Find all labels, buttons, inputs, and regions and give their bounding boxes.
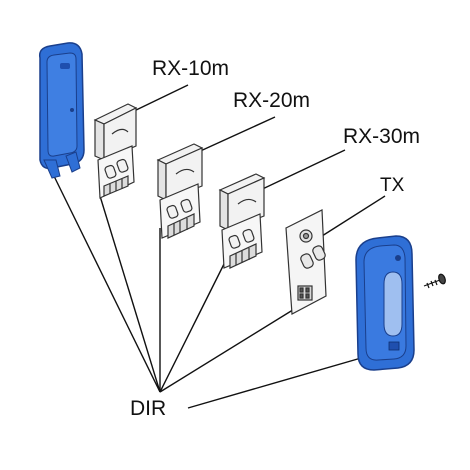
label-leader-lines xyxy=(131,84,386,237)
transmitter-housing xyxy=(355,235,415,371)
dir-label: DIR xyxy=(130,397,167,420)
receiver-board-rx20 xyxy=(156,143,204,239)
rx30-label: RX-30m xyxy=(343,125,421,148)
receiver-board-rx30 xyxy=(218,173,266,269)
receiver-board-rx10 xyxy=(93,103,138,199)
tx-label: TX xyxy=(380,175,405,196)
dir-leader-lines xyxy=(51,171,369,409)
left-receiver-housing xyxy=(38,42,85,179)
transmitter-board-tx xyxy=(285,209,327,315)
screw xyxy=(423,273,446,289)
rx10-label: RX-10m xyxy=(152,57,230,80)
rx20-label: RX-20m xyxy=(233,89,311,112)
